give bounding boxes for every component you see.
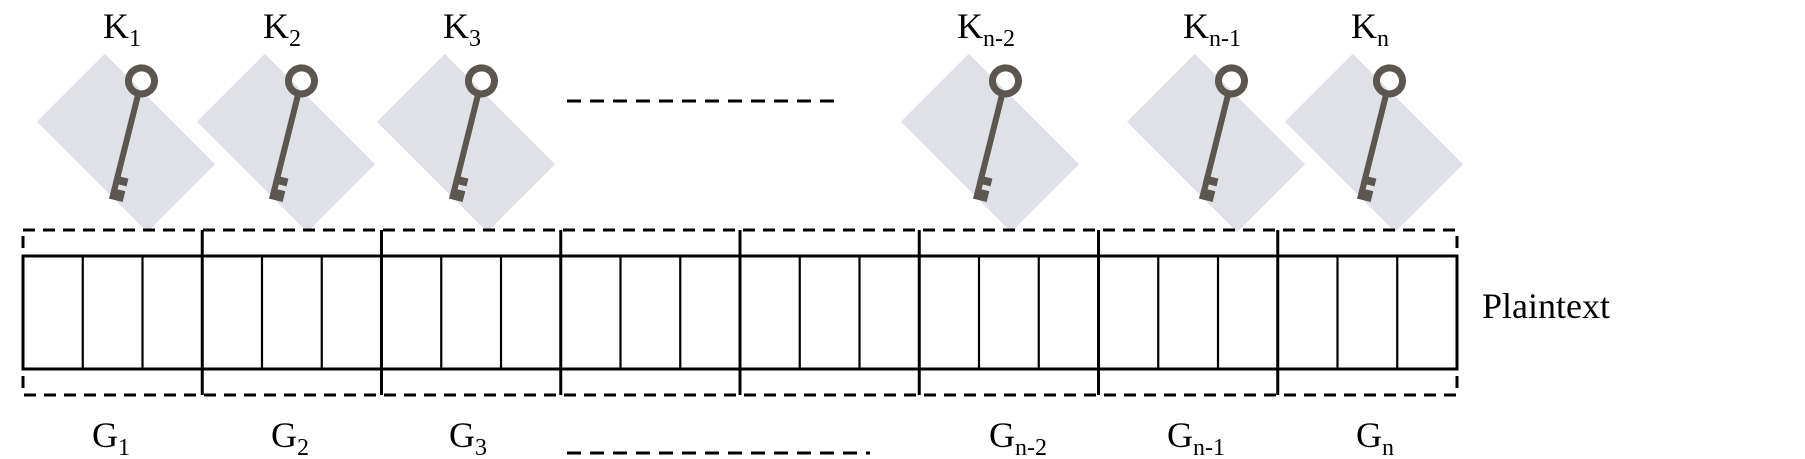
key-label: Kn xyxy=(1351,6,1389,52)
plaintext-blocks xyxy=(21,228,1459,397)
keys-row: K1 K2 K3 Kn-2 Kn-1 Kn xyxy=(36,6,1464,233)
group-label: Gn-1 xyxy=(1167,415,1225,459)
plaintext-label: Plaintext xyxy=(1482,286,1610,326)
key-label: Kn-2 xyxy=(957,6,1015,52)
group-label: G1 xyxy=(92,415,130,459)
key-label: K3 xyxy=(443,6,481,52)
groups-row: G1 G2 G3 Gn-2 Gn-1 Gn xyxy=(92,415,1394,459)
key-icon xyxy=(196,53,376,233)
key-icon xyxy=(36,53,216,233)
group-label: Gn-2 xyxy=(989,415,1047,459)
key-icon xyxy=(1126,53,1306,233)
key-label: K2 xyxy=(263,6,301,52)
key-icon xyxy=(900,53,1080,233)
key-label: K1 xyxy=(103,6,141,52)
key-label: Kn-1 xyxy=(1183,6,1241,52)
key-icon xyxy=(376,53,556,233)
key-icon xyxy=(1284,53,1464,233)
group-label: Gn xyxy=(1356,415,1394,459)
group-label: G2 xyxy=(271,415,309,459)
group-label: G3 xyxy=(449,415,487,459)
